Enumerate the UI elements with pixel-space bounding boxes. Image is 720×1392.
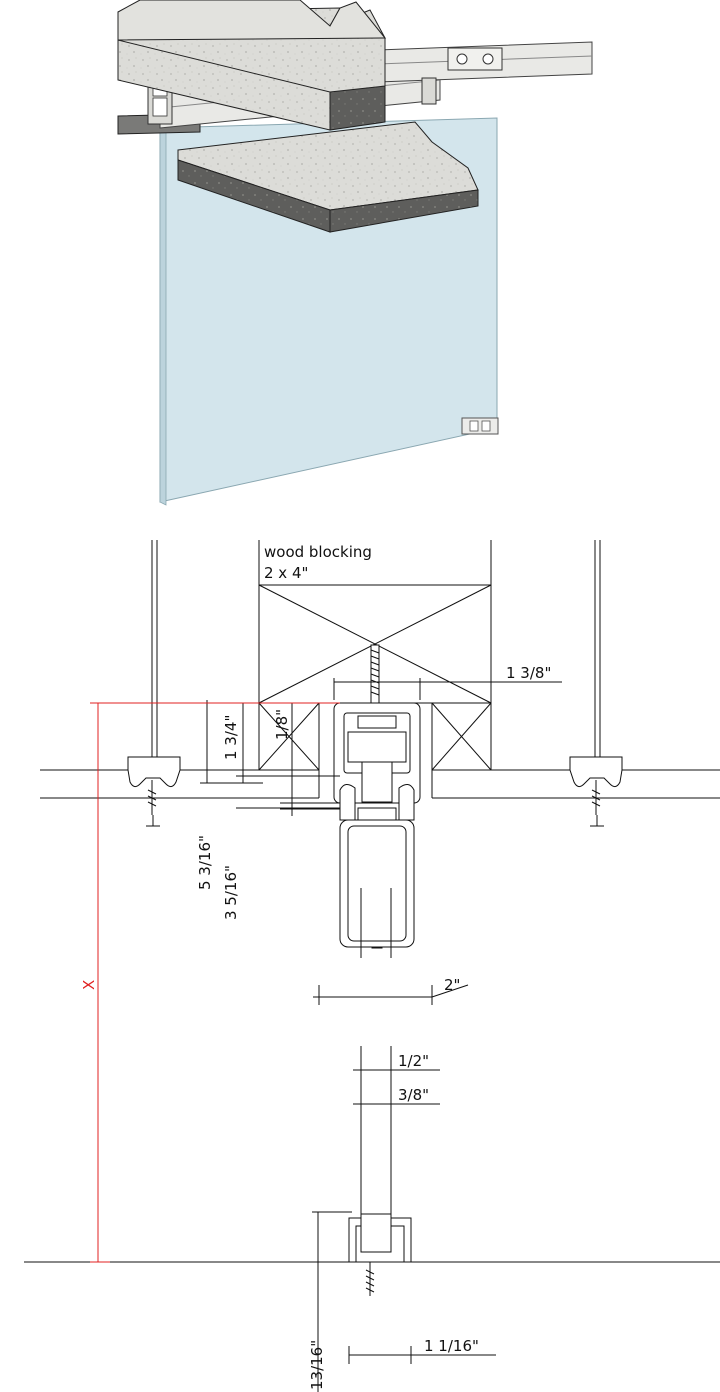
lower-slab <box>177 121 479 233</box>
label-opening-width: 2" <box>444 976 460 994</box>
label-lower-section: 3 5/16" <box>222 865 240 920</box>
floor-guide-3d <box>461 417 499 435</box>
label-variable-height: X <box>80 980 98 990</box>
floor-guide <box>348 1213 412 1296</box>
label-upper-section: 1 3/4" <box>222 715 240 760</box>
label-gap-top: 1/8" <box>273 709 291 740</box>
label-blocking-size: 2 x 4" <box>264 564 308 582</box>
label-guide-width: 1/2" <box>398 1052 429 1070</box>
track-profile <box>333 702 421 949</box>
label-wood-blocking: wood blocking <box>264 543 372 561</box>
label-overall-height: 5 3/16" <box>196 835 214 890</box>
glass-edge <box>159 127 167 506</box>
upper-slab <box>117 0 387 131</box>
label-glass-thickness: 3/8" <box>398 1086 429 1104</box>
label-track-width: 1 3/8" <box>506 664 551 682</box>
wall-clip-left <box>127 756 181 827</box>
label-guide-base: 1 1/16" <box>424 1337 479 1355</box>
threaded-rod <box>370 644 380 704</box>
x-dimension <box>90 702 340 1263</box>
wall-clip-right <box>569 756 623 827</box>
isometric-view <box>117 0 593 506</box>
section-view <box>24 540 720 1392</box>
label-guide-depth: 13/16" <box>308 1340 326 1390</box>
